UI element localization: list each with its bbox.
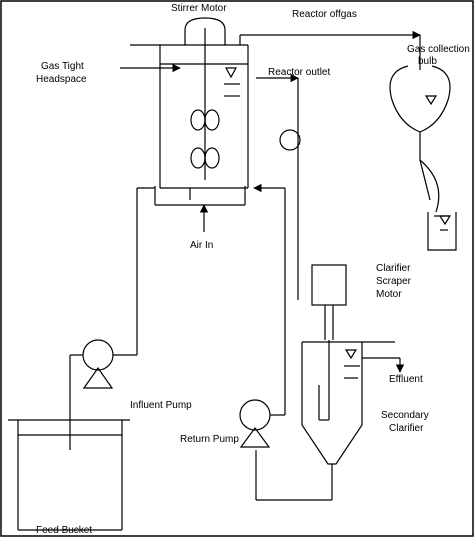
sludge-line [255, 450, 333, 501]
label-feed-bucket: Feed Bucket [36, 525, 92, 536]
return-pump [239, 396, 286, 448]
air-inlet [154, 186, 246, 232]
label-reactor-offgas: Reactor offgas [292, 9, 357, 20]
impeller-blade [204, 109, 220, 131]
impeller-blade [190, 109, 206, 131]
label-gas-tight-1: Gas Tight [41, 61, 84, 72]
gas-collection-bulb [389, 65, 451, 213]
label-influent-pump: Influent Pump [130, 400, 192, 411]
label-gas-tight-2: Headspace [36, 74, 87, 85]
label-return-pump: Return Pump [180, 434, 239, 445]
impeller-blade [190, 147, 206, 169]
label-stirrer-motor: Stirrer Motor [171, 3, 227, 14]
label-clarifier-3: Motor [376, 289, 402, 300]
label-reactor-outlet: Reactor outlet [268, 67, 330, 78]
outlet-valve [279, 129, 301, 151]
stirrer-motor [184, 17, 226, 45]
label-clarifier-2: Scraper [376, 276, 412, 287]
secondary-clarifier [301, 341, 405, 465]
stirrer-shaft [190, 28, 220, 180]
feed-bucket [8, 419, 130, 531]
clarifier-scraper-motor [311, 264, 347, 421]
label-effluent: Effluent [389, 374, 423, 385]
return-line [253, 183, 286, 396]
label-gas-collection-2: bulb [418, 56, 437, 67]
influent-pump [69, 339, 138, 450]
gas-beaker [427, 212, 457, 251]
offgas-line [239, 30, 421, 70]
reactor-level-marker [224, 67, 238, 79]
label-secondary-2: Clarifier [389, 423, 424, 434]
impeller-blade [204, 147, 220, 169]
label-air-in: Air In [190, 240, 213, 251]
label-clarifier-1: Clarifier [376, 263, 411, 274]
reactor-outlet-line [256, 73, 301, 300]
label-gas-collection-1: Gas collection [407, 44, 470, 55]
reactor-vessel [130, 44, 249, 189]
label-secondary-1: Secondary [381, 410, 429, 421]
